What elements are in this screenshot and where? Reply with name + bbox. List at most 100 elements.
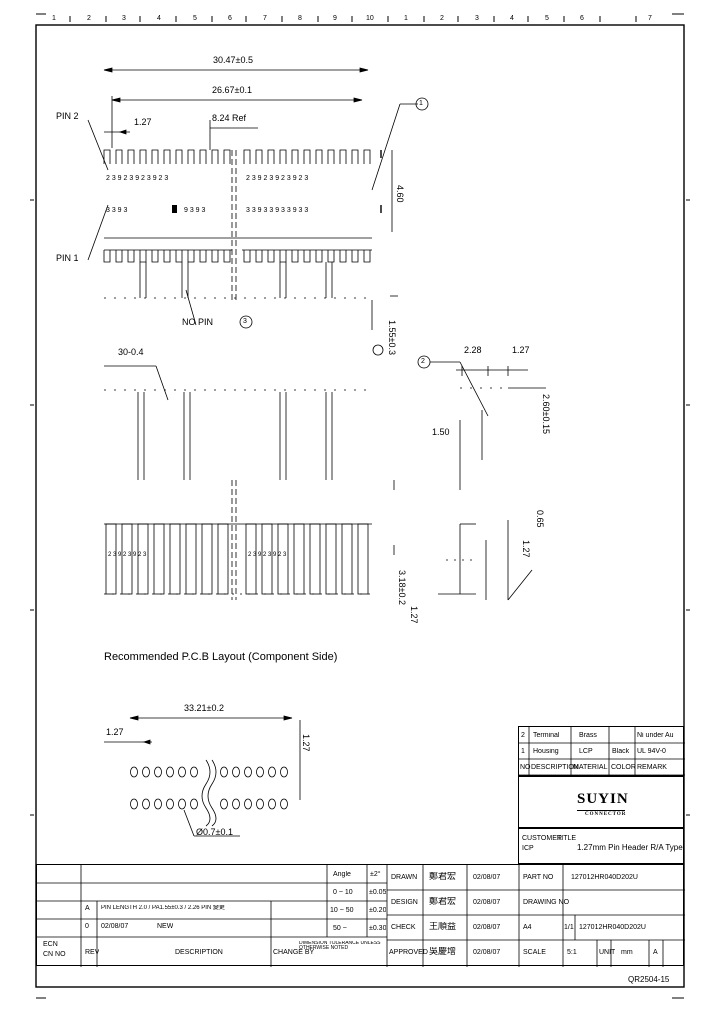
ecn-label: ECN xyxy=(43,941,58,948)
size-label: A4 xyxy=(523,924,532,931)
design-date: 02/08/07 xyxy=(473,899,501,906)
scale-value: 5:1 xyxy=(567,949,577,956)
mat-row1-material: LCP xyxy=(579,748,593,755)
logo-sub: CONNECTOR xyxy=(585,812,627,817)
grid-num: 2 xyxy=(440,15,444,22)
check-label: CHECK xyxy=(391,924,416,931)
mat-header-color: COLOR xyxy=(611,764,636,771)
dim-overall-length: 30.47±0.5 xyxy=(213,55,253,65)
dim-pin-span: 26.67±0.1 xyxy=(212,85,252,95)
tol-r2-label: 10 ~ 50 xyxy=(330,907,354,914)
grid-num: 6 xyxy=(228,15,232,22)
rev-0-desc: NEW xyxy=(157,923,174,930)
pcb-dim-span: 33.21±0.2 xyxy=(184,703,224,713)
dim-1-27: 1.27 xyxy=(512,345,530,355)
rev-a-desc: PIN LENGTH 2.0 / PA1.55±0.3 / 2.26 PIN 變… xyxy=(101,905,225,911)
part-no-value: 127012HR040D202U xyxy=(571,874,638,881)
mat-row1-remark: UL 94V-0 xyxy=(637,748,666,755)
title-box: CUSTOMER ICP TITLE 1.27mm Pin Header R/A… xyxy=(518,828,684,864)
rev-0-mark: 0 xyxy=(85,923,89,930)
svg-text:9 3 9 3: 9 3 9 3 xyxy=(184,207,206,214)
dim-pitch: 1.27 xyxy=(134,117,152,127)
customer-label: CUSTOMER xyxy=(522,835,562,842)
approved-date: 02/08/07 xyxy=(473,949,501,956)
rev-header: REV xyxy=(85,949,100,956)
grid-num: 1 xyxy=(52,15,56,22)
grid-num: 7 xyxy=(648,15,652,22)
pcb-dim-right: 1.27 xyxy=(301,734,311,752)
pin2-label: PIN 2 xyxy=(56,111,79,121)
desc-header: DESCRIPTION xyxy=(175,949,223,956)
mat-row1-no: 1 xyxy=(521,748,525,755)
drawn-date: 02/08/07 xyxy=(473,874,501,881)
tol-r1-label: 0 ~ 10 xyxy=(333,889,353,896)
grid-num: 1 xyxy=(404,15,408,22)
grid-num: 9 xyxy=(333,15,337,22)
drawing-no-label: DRAWING NO xyxy=(523,899,570,906)
customer-value: ICP xyxy=(522,845,534,852)
mat-row1-desc: Housing xyxy=(533,748,559,755)
mat-header-remark: REMARK xyxy=(637,764,667,771)
form-number: QR2504-15 xyxy=(628,975,670,984)
grid-num: 6 xyxy=(580,15,584,22)
design-label: DESIGN xyxy=(391,899,418,906)
rev-value: A xyxy=(653,949,658,956)
no-pin-balloon: 3 xyxy=(243,318,247,325)
grid-num: 8 xyxy=(298,15,302,22)
approved-label: APPROVED xyxy=(389,949,428,956)
rev-a-mark: A xyxy=(85,905,90,912)
drawing-no-value: 127012HR040D202U xyxy=(579,924,646,931)
grid-num: 5 xyxy=(193,15,197,22)
svg-text:2 3 9 2 3 9 2 3: 2 3 9 2 3 9 2 3 xyxy=(108,552,147,558)
part-no-label: PART NO xyxy=(523,874,554,881)
title-value: 1.27mm Pin Header R/A Type xyxy=(577,844,683,852)
logo-box: SUYIN CONNECTOR xyxy=(518,776,684,828)
pcb-hole-dim: Ø0.7±0.1 xyxy=(196,827,233,837)
tol-r1-value: ±0.05 xyxy=(369,889,387,896)
svg-text:2 3 9 2 3 9 2 3 9 2 3: 2 3 9 2 3 9 2 3 9 2 3 xyxy=(106,175,168,182)
unit-value: mm xyxy=(621,949,633,956)
dim-ref: 8.24 Ref xyxy=(212,113,247,123)
mat-header-no: NO xyxy=(520,764,531,771)
grid-num: 4 xyxy=(510,15,514,22)
side-balloon: 2 xyxy=(421,358,425,365)
mat-row2-remark: Ni under Au xyxy=(637,732,674,739)
mat-header-desc: DESCRIPTION xyxy=(531,764,579,771)
tol-angle-value: ±2° xyxy=(370,871,381,878)
check-name: 王順益 xyxy=(429,922,457,931)
title-label: TITLE xyxy=(557,835,577,842)
svg-text:2 3 9 2 3 9 2 3 9 2 3: 2 3 9 2 3 9 2 3 9 2 3 xyxy=(246,175,308,182)
tol-r3-label: 50 ~ xyxy=(333,925,347,932)
no-pin-note: NO PIN xyxy=(182,317,214,327)
tol-angle-label: Angle xyxy=(333,871,351,878)
grid-num: 4 xyxy=(157,15,161,22)
tol-note: DIMENSION TOLERANCE UNLESS OTHERWISE NOT… xyxy=(299,941,381,951)
dim-2-28: 2.28 xyxy=(464,345,482,355)
mat-row2-material: Brass xyxy=(579,732,597,739)
drawn-label: DRAWN xyxy=(391,874,418,881)
ecn-no: CN NO xyxy=(43,951,66,958)
grid-num: 7 xyxy=(263,15,267,22)
approved-name: 吳慶增 xyxy=(429,947,457,956)
unit-label: UNIT xyxy=(599,949,616,956)
mat-header-material: MATERIAL xyxy=(573,764,608,771)
svg-text:3 3 9 3: 3 3 9 3 xyxy=(106,207,128,214)
pcb-caption: Recommended P.C.B Layout (Component Side… xyxy=(104,651,338,663)
check-date: 02/08/07 xyxy=(473,924,501,931)
rev-0-date: 02/08/07 xyxy=(101,923,129,930)
mat-row2-desc: Terminal xyxy=(533,732,560,739)
mat-row2-no: 2 xyxy=(521,732,525,739)
grid-num: 3 xyxy=(475,15,479,22)
svg-text:3 3 9 3 3 9 3 3 9 3 3: 3 3 9 3 3 9 3 3 9 3 3 xyxy=(246,207,308,214)
pcb-dim-pitch: 1.27 xyxy=(106,727,124,737)
scale-label: SCALE xyxy=(523,949,546,956)
tol-r3-value: ±0.30 xyxy=(369,925,387,932)
material-table: 2 Terminal Brass Ni under Au 1 Housing L… xyxy=(518,726,685,776)
sheet-value: 1/1 xyxy=(564,924,574,931)
grid-num: 5 xyxy=(545,15,549,22)
bottom-title-block: A PIN LENGTH 2.0 / PA1.55±0.3 / 2.26 PIN… xyxy=(36,864,685,967)
